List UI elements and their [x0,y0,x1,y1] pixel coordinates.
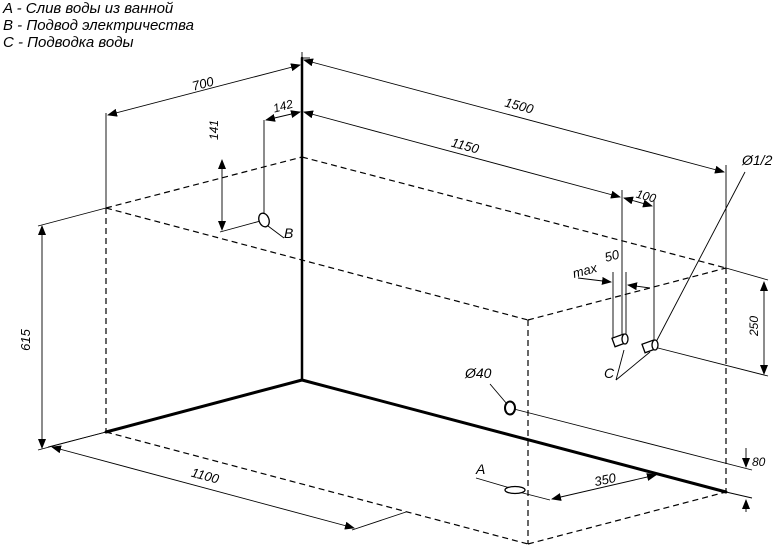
dim-142: 142 [271,97,294,116]
tub-bottom-front-edge [105,431,529,545]
extension-lines [37,52,769,531]
leader-lines [267,171,746,489]
dim-max: max [571,260,599,281]
dim-700-line [107,63,301,117]
dim-50: 50 [603,246,622,264]
dim-142-line [265,110,301,122]
dim-phi40: Ø40 [464,365,492,381]
bathtub-outline [105,156,727,545]
marker-c: C [604,365,615,381]
dim-1500: 1500 [503,95,536,117]
dim-phi12: Ø1/2 [741,152,773,168]
dim-max50-line [577,276,612,285]
leader-phi40 [489,383,508,405]
floor-back-edge [300,378,728,494]
ext-80-top [509,407,753,471]
tub-bottom-right-edge [527,491,727,545]
leader-a [475,477,511,489]
point-markers: A B C [284,225,615,477]
dim-141: 141 [207,120,221,140]
marker-b: B [284,225,293,241]
electric-outlet-icon [258,212,270,228]
dim-100: 100 [635,187,658,206]
water-inlet-left-icon [611,333,629,348]
ext-b-horizontal [219,219,265,233]
floor-left-edge [104,378,304,434]
legend-item-b: B - Подвод электричества [3,17,195,34]
legend-item-c: C - Подводка воды [3,34,134,51]
dim-max50-arrow2 [627,282,651,291]
drain-outlet-icon [504,485,526,495]
dim-1100-line [51,445,355,530]
leader-phi12 [655,171,746,343]
drain-overflow-icon [504,400,516,416]
outlets [258,212,659,495]
dim-350-line [551,473,657,501]
ext-80-bottom [725,491,753,499]
dim-1500-line [303,58,725,174]
dim-615: 615 [18,328,33,350]
water-inlet-right-icon [641,339,659,354]
ext-1100-left [47,431,107,448]
leader-c-right [615,351,651,381]
dim-1100: 1100 [190,465,222,487]
marker-a: A [475,461,485,477]
legend-item-a: A - Слив воды из ванной [3,0,174,17]
dim-700: 700 [190,73,216,93]
tub-top-right-edge [527,267,727,321]
ext-1100-right [351,511,407,531]
dim-80: 80 [752,455,766,469]
dim-100-line [623,196,653,208]
tub-top-back-edge [301,156,727,269]
ext-250-top [725,267,769,281]
dim-250: 250 [747,316,761,337]
ext-615-top [37,207,107,227]
room-edges [104,56,728,494]
leader-c-left [615,349,625,381]
dim-1150: 1150 [450,135,482,157]
dimension-labels: 700 1500 142 141 1150 100 615 1100 250 8… [18,73,773,489]
dimension-lines [38,58,768,530]
dim-1150-line [303,110,621,199]
leader-b [267,225,285,239]
ext-250-bottom [653,346,769,377]
dim-350: 350 [593,470,618,489]
tub-top-left-edge [105,156,303,209]
legend: A - Слив воды из ванной B - Подвод элект… [3,0,194,51]
tub-top-front-edge [105,207,529,321]
